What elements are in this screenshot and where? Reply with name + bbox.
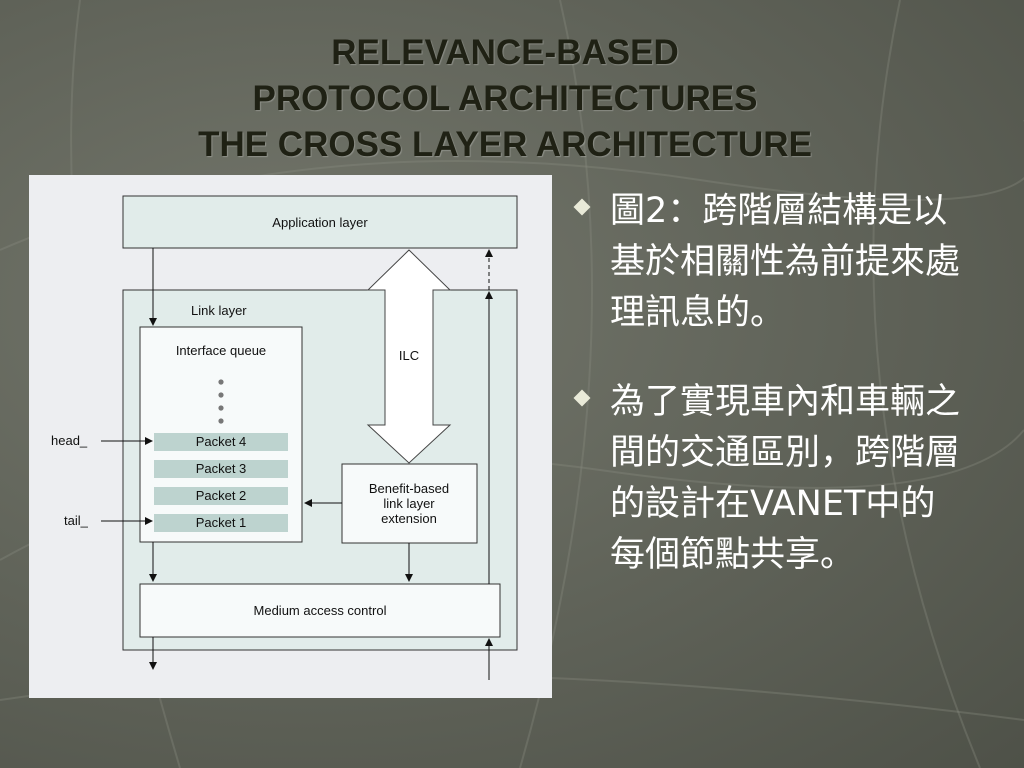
packet-box — [154, 460, 288, 478]
application-layer-box — [122, 195, 518, 249]
benefit-label-line: link layer — [383, 496, 435, 511]
benefit-label-line: Benefit-based — [369, 481, 449, 496]
ilc-double-arrow — [366, 249, 452, 464]
bullet-item: 圖2：跨階層結構是以基於相關性為前提來處理訊息的。 — [570, 186, 1010, 339]
architecture-diagram: Link layer Application layer Interface q… — [29, 175, 552, 698]
application-layer-label: Application layer — [272, 215, 368, 230]
diamond-bullet-icon — [573, 389, 591, 407]
slide-title: RELEVANCE-BASED PROTOCOL ARCHITECTURES T… — [80, 30, 930, 168]
benefit-label-line: extension — [381, 511, 437, 526]
link-layer-label: Link layer — [191, 303, 247, 318]
benefit-box — [341, 463, 478, 544]
queue-ellipsis — [218, 379, 224, 424]
title-line-2: PROTOCOL ARCHITECTURES — [252, 79, 758, 118]
diamond-bullet-icon — [573, 198, 591, 216]
head-label: head_ — [51, 433, 88, 448]
interface-queue-label: Interface queue — [176, 343, 266, 358]
packet-label: Packet 4 — [196, 434, 247, 449]
mac-label: Medium access control — [254, 603, 387, 618]
packet-box — [154, 487, 288, 505]
packet-label: Packet 1 — [196, 515, 247, 530]
mac-box — [139, 583, 501, 638]
bullet-list: 圖2：跨階層結構是以基於相關性為前提來處理訊息的。 為了實現車內和車輛之間的交通… — [570, 186, 1010, 619]
bullet-text: 圖2：跨階層結構是以基於相關性為前提來處理訊息的。 — [610, 191, 961, 333]
tail-label: tail_ — [64, 513, 89, 528]
bullet-item: 為了實現車內和車輛之間的交通區別，跨階層的設計在VANET中的每個節點共享。 — [570, 377, 1010, 581]
diagram-canvas: Link layer Application layer Interface q… — [51, 195, 518, 680]
packet-box — [154, 433, 288, 451]
packet-label: Packet 3 — [196, 461, 247, 476]
ilc-label: ILC — [399, 348, 419, 363]
title-line-1: RELEVANCE-BASED — [331, 33, 679, 72]
bullet-text: 為了實現車內和車輛之間的交通區別，跨階層的設計在VANET中的每個節點共享。 — [610, 382, 961, 575]
title-line-3: THE CROSS LAYER ARCHITECTURE — [198, 125, 812, 164]
packet-label: Packet 2 — [196, 488, 247, 503]
packet-box — [154, 514, 288, 532]
